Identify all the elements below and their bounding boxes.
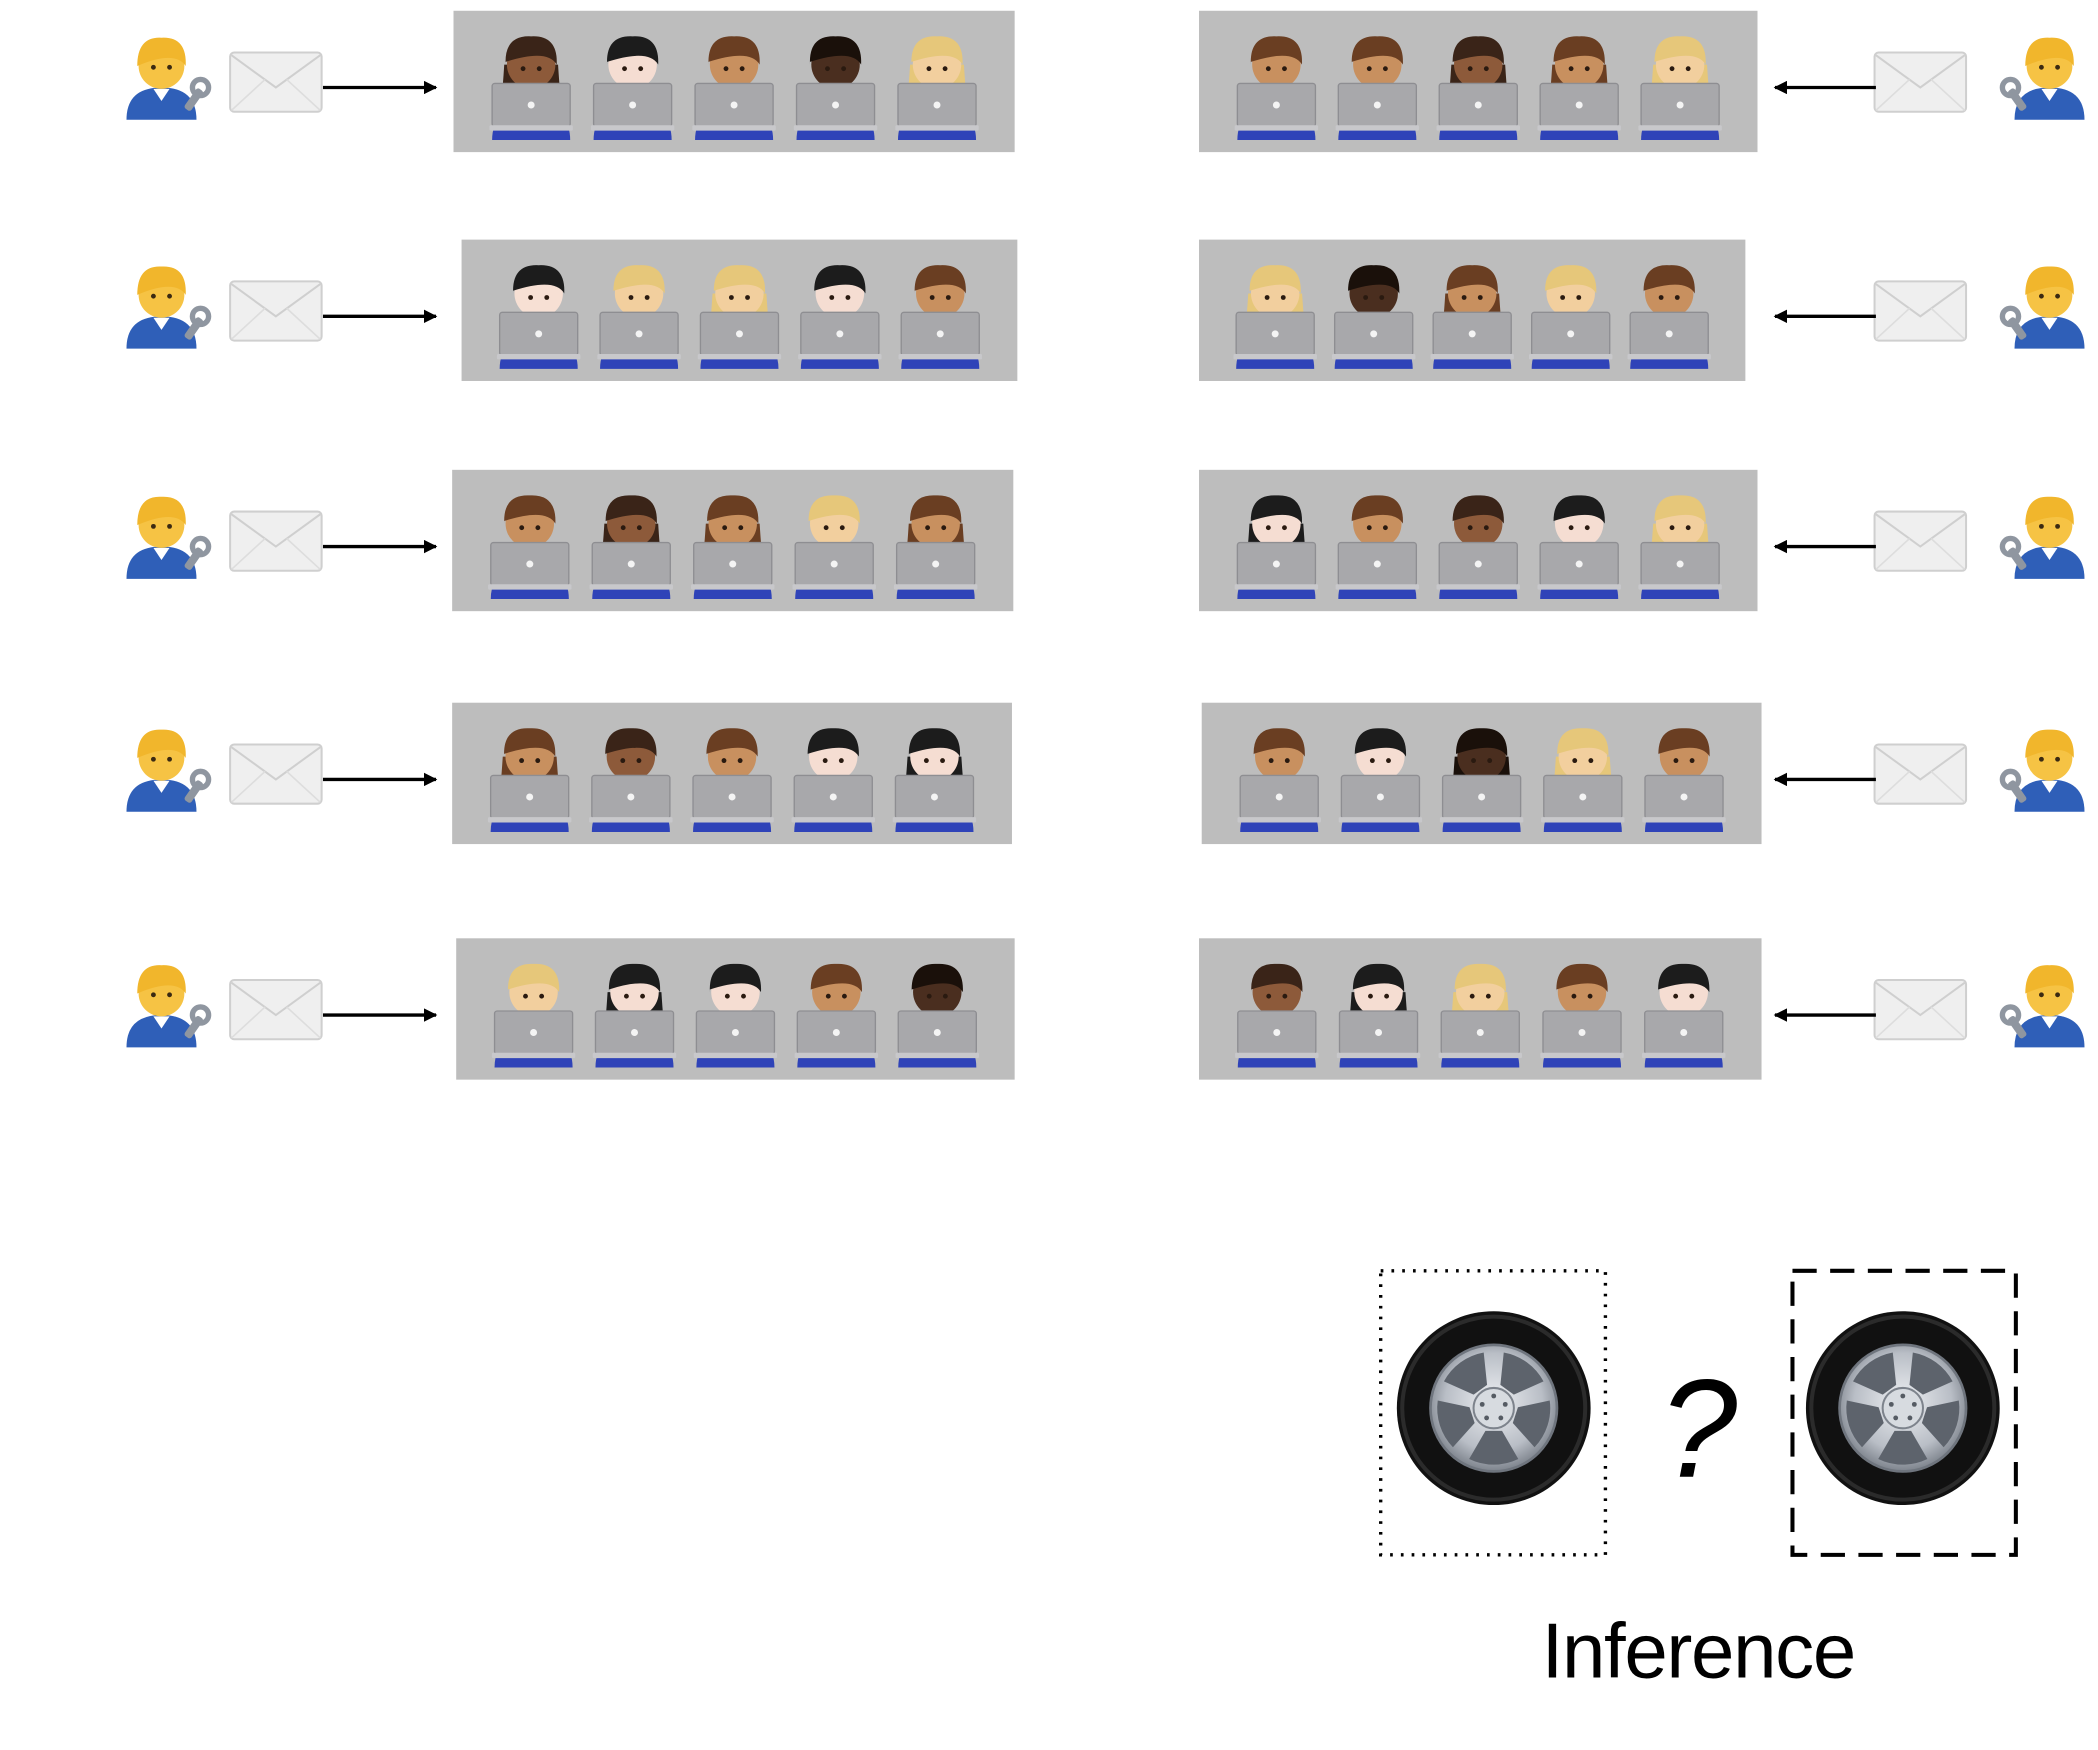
- technologist-emoji-icon: [1541, 728, 1625, 832]
- left-message-row: [126, 10, 1015, 153]
- mechanic-emoji-icon: [1999, 37, 2085, 120]
- recipient-group-box: [1199, 469, 1758, 612]
- technologist-emoji-icon: [496, 265, 581, 369]
- envelope-icon: [1873, 280, 1968, 342]
- tire-wheel-icon: [1396, 1311, 1591, 1506]
- technologist-emoji-icon: [895, 36, 979, 141]
- technologist-emoji-icon: [697, 265, 782, 369]
- technologist-emoji-icon: [590, 36, 675, 141]
- technologist-emoji-icon: [1237, 728, 1321, 832]
- technologist-emoji-icon: [791, 728, 875, 832]
- technologist-emoji-icon: [487, 728, 572, 832]
- technologist-emoji-icon: [589, 728, 673, 832]
- technologist-emoji-icon: [794, 963, 879, 1068]
- technologist-emoji-icon: [1233, 265, 1317, 369]
- technologist-emoji-icon: [1540, 963, 1624, 1068]
- technologist-emoji-icon: [489, 36, 573, 141]
- inference-label: Inference: [1541, 1607, 1857, 1695]
- technologist-emoji-icon: [597, 265, 681, 369]
- mechanic-emoji-icon: [126, 729, 212, 812]
- technologist-emoji-icon: [692, 36, 776, 141]
- technologist-emoji-icon: [691, 495, 775, 600]
- recipient-group-box: [1201, 702, 1762, 845]
- technologist-emoji-icon: [892, 728, 977, 832]
- observed-frame: [1379, 1269, 1608, 1557]
- left-message-row: [126, 702, 1012, 845]
- mechanic-emoji-icon: [1999, 729, 2085, 812]
- mechanic-emoji-icon: [126, 37, 212, 120]
- right-message-row: [1199, 10, 2085, 153]
- tire-wheel-icon: [1805, 1311, 2000, 1506]
- recipient-group-box: [456, 938, 1015, 1080]
- envelope-icon: [1873, 743, 1968, 805]
- technologist-emoji-icon: [1638, 36, 1722, 141]
- envelope-icon: [229, 979, 323, 1041]
- left-message-row: [126, 938, 1015, 1080]
- technologist-emoji-icon: [1336, 963, 1421, 1068]
- technologist-emoji-icon: [589, 495, 673, 600]
- envelope-icon: [1873, 510, 1968, 572]
- technologist-emoji-icon: [1335, 36, 1420, 141]
- technologist-emoji-icon: [1235, 963, 1319, 1068]
- technologist-emoji-icon: [690, 728, 774, 832]
- envelope-icon: [229, 743, 323, 805]
- technologist-emoji-icon: [798, 265, 882, 369]
- technologist-emoji-icon: [1436, 36, 1520, 141]
- recipient-group-box: [452, 702, 1012, 845]
- technologist-emoji-icon: [1638, 495, 1722, 600]
- technologist-emoji-icon: [1642, 963, 1726, 1068]
- technologist-emoji-icon: [1338, 728, 1423, 832]
- recipient-group-box: [1199, 10, 1758, 153]
- technologist-emoji-icon: [693, 963, 778, 1068]
- technologist-emoji-icon: [1335, 495, 1420, 600]
- envelope-icon: [1873, 51, 1968, 113]
- technologist-emoji-icon: [1528, 265, 1613, 369]
- rows-layer: [126, 10, 2085, 1080]
- envelope-icon: [1873, 979, 1968, 1041]
- technologist-emoji-icon: [895, 963, 979, 1068]
- envelope-icon: [229, 51, 323, 113]
- technologist-emoji-icon: [491, 963, 576, 1068]
- technologist-emoji-icon: [592, 963, 677, 1068]
- recipient-group-box: [1199, 239, 1746, 381]
- technologist-emoji-icon: [1438, 963, 1522, 1068]
- right-message-row: [1199, 938, 2085, 1080]
- technologist-emoji-icon: [1331, 265, 1416, 369]
- technologist-emoji-icon: [1537, 36, 1621, 141]
- mechanic-emoji-icon: [1999, 965, 2085, 1048]
- technologist-emoji-icon: [1234, 495, 1319, 600]
- right-message-row: [1199, 469, 2085, 612]
- recipient-group-box: [452, 469, 1014, 612]
- technologist-emoji-icon: [1627, 265, 1711, 369]
- right-message-row: [1201, 702, 2085, 845]
- technologist-emoji-icon: [1537, 495, 1621, 600]
- technologist-emoji-icon: [1234, 36, 1319, 141]
- left-message-row: [126, 469, 1014, 612]
- mechanic-emoji-icon: [1999, 496, 2085, 579]
- question-mark: ?: [1659, 1351, 1738, 1508]
- left-message-row: [126, 239, 1018, 381]
- envelope-icon: [229, 280, 323, 342]
- mechanic-emoji-icon: [126, 266, 212, 349]
- mechanic-emoji-icon: [126, 965, 212, 1048]
- technologist-emoji-icon: [792, 495, 876, 600]
- inferred-frame: [1790, 1268, 2018, 1557]
- technologist-emoji-icon: [893, 495, 978, 600]
- technologist-emoji-icon: [1642, 728, 1726, 832]
- right-message-row: [1199, 239, 2085, 381]
- recipient-group-box: [1199, 938, 1762, 1080]
- technologist-emoji-icon: [1430, 265, 1514, 369]
- envelope-icon: [229, 510, 323, 572]
- recipient-group-box: [461, 239, 1018, 381]
- technologist-emoji-icon: [793, 36, 878, 141]
- technologist-emoji-icon: [898, 265, 982, 369]
- recipient-group-box: [453, 10, 1015, 153]
- technologist-emoji-icon: [1436, 495, 1520, 600]
- mechanic-emoji-icon: [126, 496, 212, 579]
- technologist-emoji-icon: [1439, 728, 1524, 832]
- technologist-emoji-icon: [488, 495, 572, 600]
- mechanic-emoji-icon: [1999, 266, 2085, 349]
